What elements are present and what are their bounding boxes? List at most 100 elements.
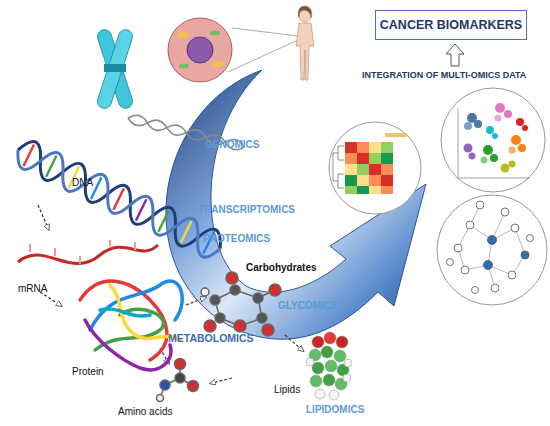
flow-arrow-part [285,335,302,350]
cell-illustration-part [179,64,189,69]
heatmap-panel-part [357,164,369,175]
lipid-molecule-part [315,389,325,399]
omics-label: GENOMICS [205,139,259,150]
tsne-panel-part-part [504,110,512,118]
process-arrow [166,70,426,339]
chromosome-part [96,28,135,110]
lipid-molecule-part [312,336,324,348]
dna-helix-part-part [181,221,192,243]
network-panel-part-part [511,224,519,232]
chromosome-part [96,28,135,110]
lipid-molecule-part [343,374,351,382]
protein-ribbon-part [90,281,182,330]
heatmap-panel-part-part [338,146,344,160]
lipid-molecule-part [325,360,337,372]
tsne-panel-part-part [481,157,488,164]
lipid-molecule-part [329,390,339,400]
amino-acid-molecule-part [157,395,164,402]
heatmap-panel-part [357,186,369,194]
dna-helix-part-part [136,199,147,221]
tsne-panel-part [441,88,545,192]
amino-acid-molecule-part [188,381,199,392]
protein-ribbon [80,281,182,370]
mrna-strand-part-part [54,248,56,256]
dna-helix-part-part [158,210,169,232]
heatmap-panel-part [369,153,381,164]
tsne-panel-part-part [458,108,459,178]
tsne-panel-part-part [486,126,494,134]
network-panel-part-part [466,221,474,229]
carbohydrate-molecule-part [230,285,240,295]
tsne-panel-part-part [509,147,516,154]
molecule-label: Amino acids [118,406,172,417]
omics-label: LIPIDOMICS [306,404,364,415]
molecule-label: mRNA [18,283,47,294]
tsne-panel-part-part [509,161,516,168]
zoom-lines-part [228,40,298,72]
network-panel-part-part [472,287,479,294]
carbohydrate-molecule-part [234,320,246,332]
tsne-panel-part-part [522,125,528,131]
box-title: CANCER BIOMARKERS [380,18,522,32]
lipid-molecule-part [323,374,335,386]
heatmap-panel-part [357,175,369,186]
heatmap-panel-part [369,186,381,194]
chromosome [96,28,135,110]
mrna-strand-part-part [134,242,136,250]
mrna-strand-part [30,240,135,264]
omics-label: TRANSCRIPTOMICS [198,204,295,215]
carbohydrate-molecule-part [201,288,209,296]
omics-label: GLYCOMICS [278,300,338,311]
heatmap-panel-part [381,164,393,175]
lipid-molecule-part [321,346,333,358]
dna-helix-part [24,144,214,253]
protein-ribbon-part [100,309,150,316]
mrna-strand [18,240,158,264]
lipid-molecule-part [310,375,322,387]
heatmap-panel-part-part [333,153,338,181]
heatmap-panel-part-part [338,174,344,188]
human-figure-part [296,23,314,80]
network-panel-part-part [447,259,454,266]
zoom-lines-part [232,28,298,36]
heatmap-panel-part [369,164,381,175]
tsne-panel-part-part [495,115,502,122]
heatmap-panel-part [381,186,393,194]
flow-arrow-part [38,205,48,228]
dna-helix-part-part [113,188,124,210]
heatmap-panel-part [381,175,393,186]
amino-acid-molecule-part [175,359,186,370]
chromosome-part [104,64,126,72]
heatmap-panel-part [345,142,357,153]
tsne-panel-part-part [464,122,472,130]
cell-illustration-part [210,31,220,36]
cell-illustration-part [168,18,232,82]
omics-label: PROTEOMICS [203,233,270,244]
network-panel-part [447,201,534,294]
network-panel-part [437,195,547,305]
cell-illustration [168,18,232,82]
cell-illustration-part [187,37,213,63]
mrna-strand-part-part [29,244,31,252]
flow-arrow [38,205,302,383]
tsne-panel-part-part [458,178,530,179]
carbohydrate-molecule-part [204,320,216,332]
mrna-strand-part [18,245,158,264]
heatmap-panel [329,122,421,214]
lipid-molecule-part [344,359,352,367]
section-heading: INTEGRATION OF MULTI-OMICS DATA [362,71,526,81]
lipid-molecule-part [306,358,314,366]
network-panel-part [458,205,525,288]
molecule-label: Lipids [274,384,300,395]
molecule-label: Carbohydrates [246,262,317,273]
amino-acid-molecule-part [160,380,170,390]
heatmap-panel-part [345,175,357,186]
heatmap-panel-part [345,186,357,194]
carbohydrate-molecule-part [226,272,238,284]
network-panel-part-part [521,251,529,259]
tsne-panel-part-part [501,164,510,173]
dna-helix-part [11,137,226,263]
dna-helix-part-part [24,144,35,166]
tsne-panel-part [458,108,530,178]
process-arrow-part [166,70,426,339]
